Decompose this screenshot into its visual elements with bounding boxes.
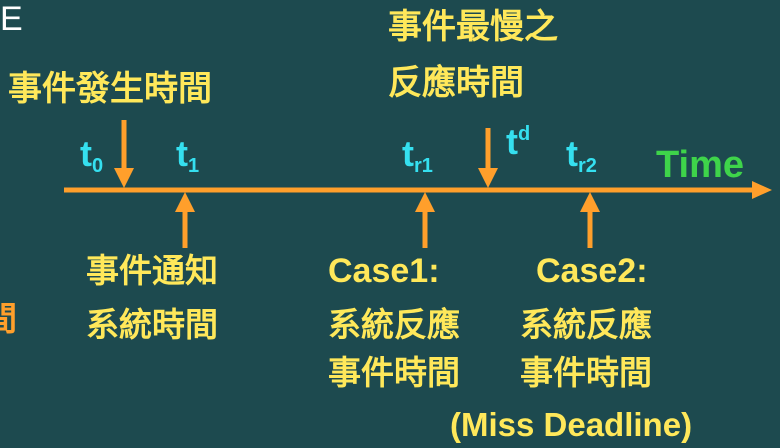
time-axis-label: Time — [656, 144, 745, 186]
case1-title: Case1: — [328, 252, 440, 290]
case2-line3: 事件時間 — [520, 353, 652, 392]
tr1-label: tr1 — [402, 133, 433, 177]
td-arrow-head — [478, 168, 498, 188]
td-label: td — [506, 121, 531, 162]
t1-arrow-head — [175, 192, 195, 212]
tr1-arrow-head — [415, 192, 435, 212]
event-slowest-label-line1: 事件最慢之 — [388, 7, 558, 47]
case1-line2: 系統反應 — [328, 305, 460, 344]
notify-label-line2: 系統時間 — [86, 305, 218, 344]
t1-label: t1 — [176, 133, 200, 177]
notify-label-line1: 事件通知 — [86, 251, 218, 290]
tr2-arrow-head — [580, 192, 600, 212]
t0-label: t0 — [80, 133, 104, 177]
t0-arrow-head — [114, 168, 134, 188]
case1-line3: 事件時間 — [328, 353, 460, 392]
case2-line2: 系統反應 — [520, 305, 652, 344]
miss-deadline-note: (Miss Deadline) — [450, 406, 693, 443]
time-axis-arrowhead — [752, 181, 772, 199]
tr2-label: tr2 — [566, 133, 597, 177]
corner-letter: E — [0, 0, 23, 38]
corner-left-char: 間 — [0, 299, 17, 338]
event-occur-label: 事件發生時間 — [8, 69, 212, 109]
case2-title: Case2: — [536, 252, 648, 290]
event-slowest-label-line2: 反應時間 — [388, 63, 524, 103]
